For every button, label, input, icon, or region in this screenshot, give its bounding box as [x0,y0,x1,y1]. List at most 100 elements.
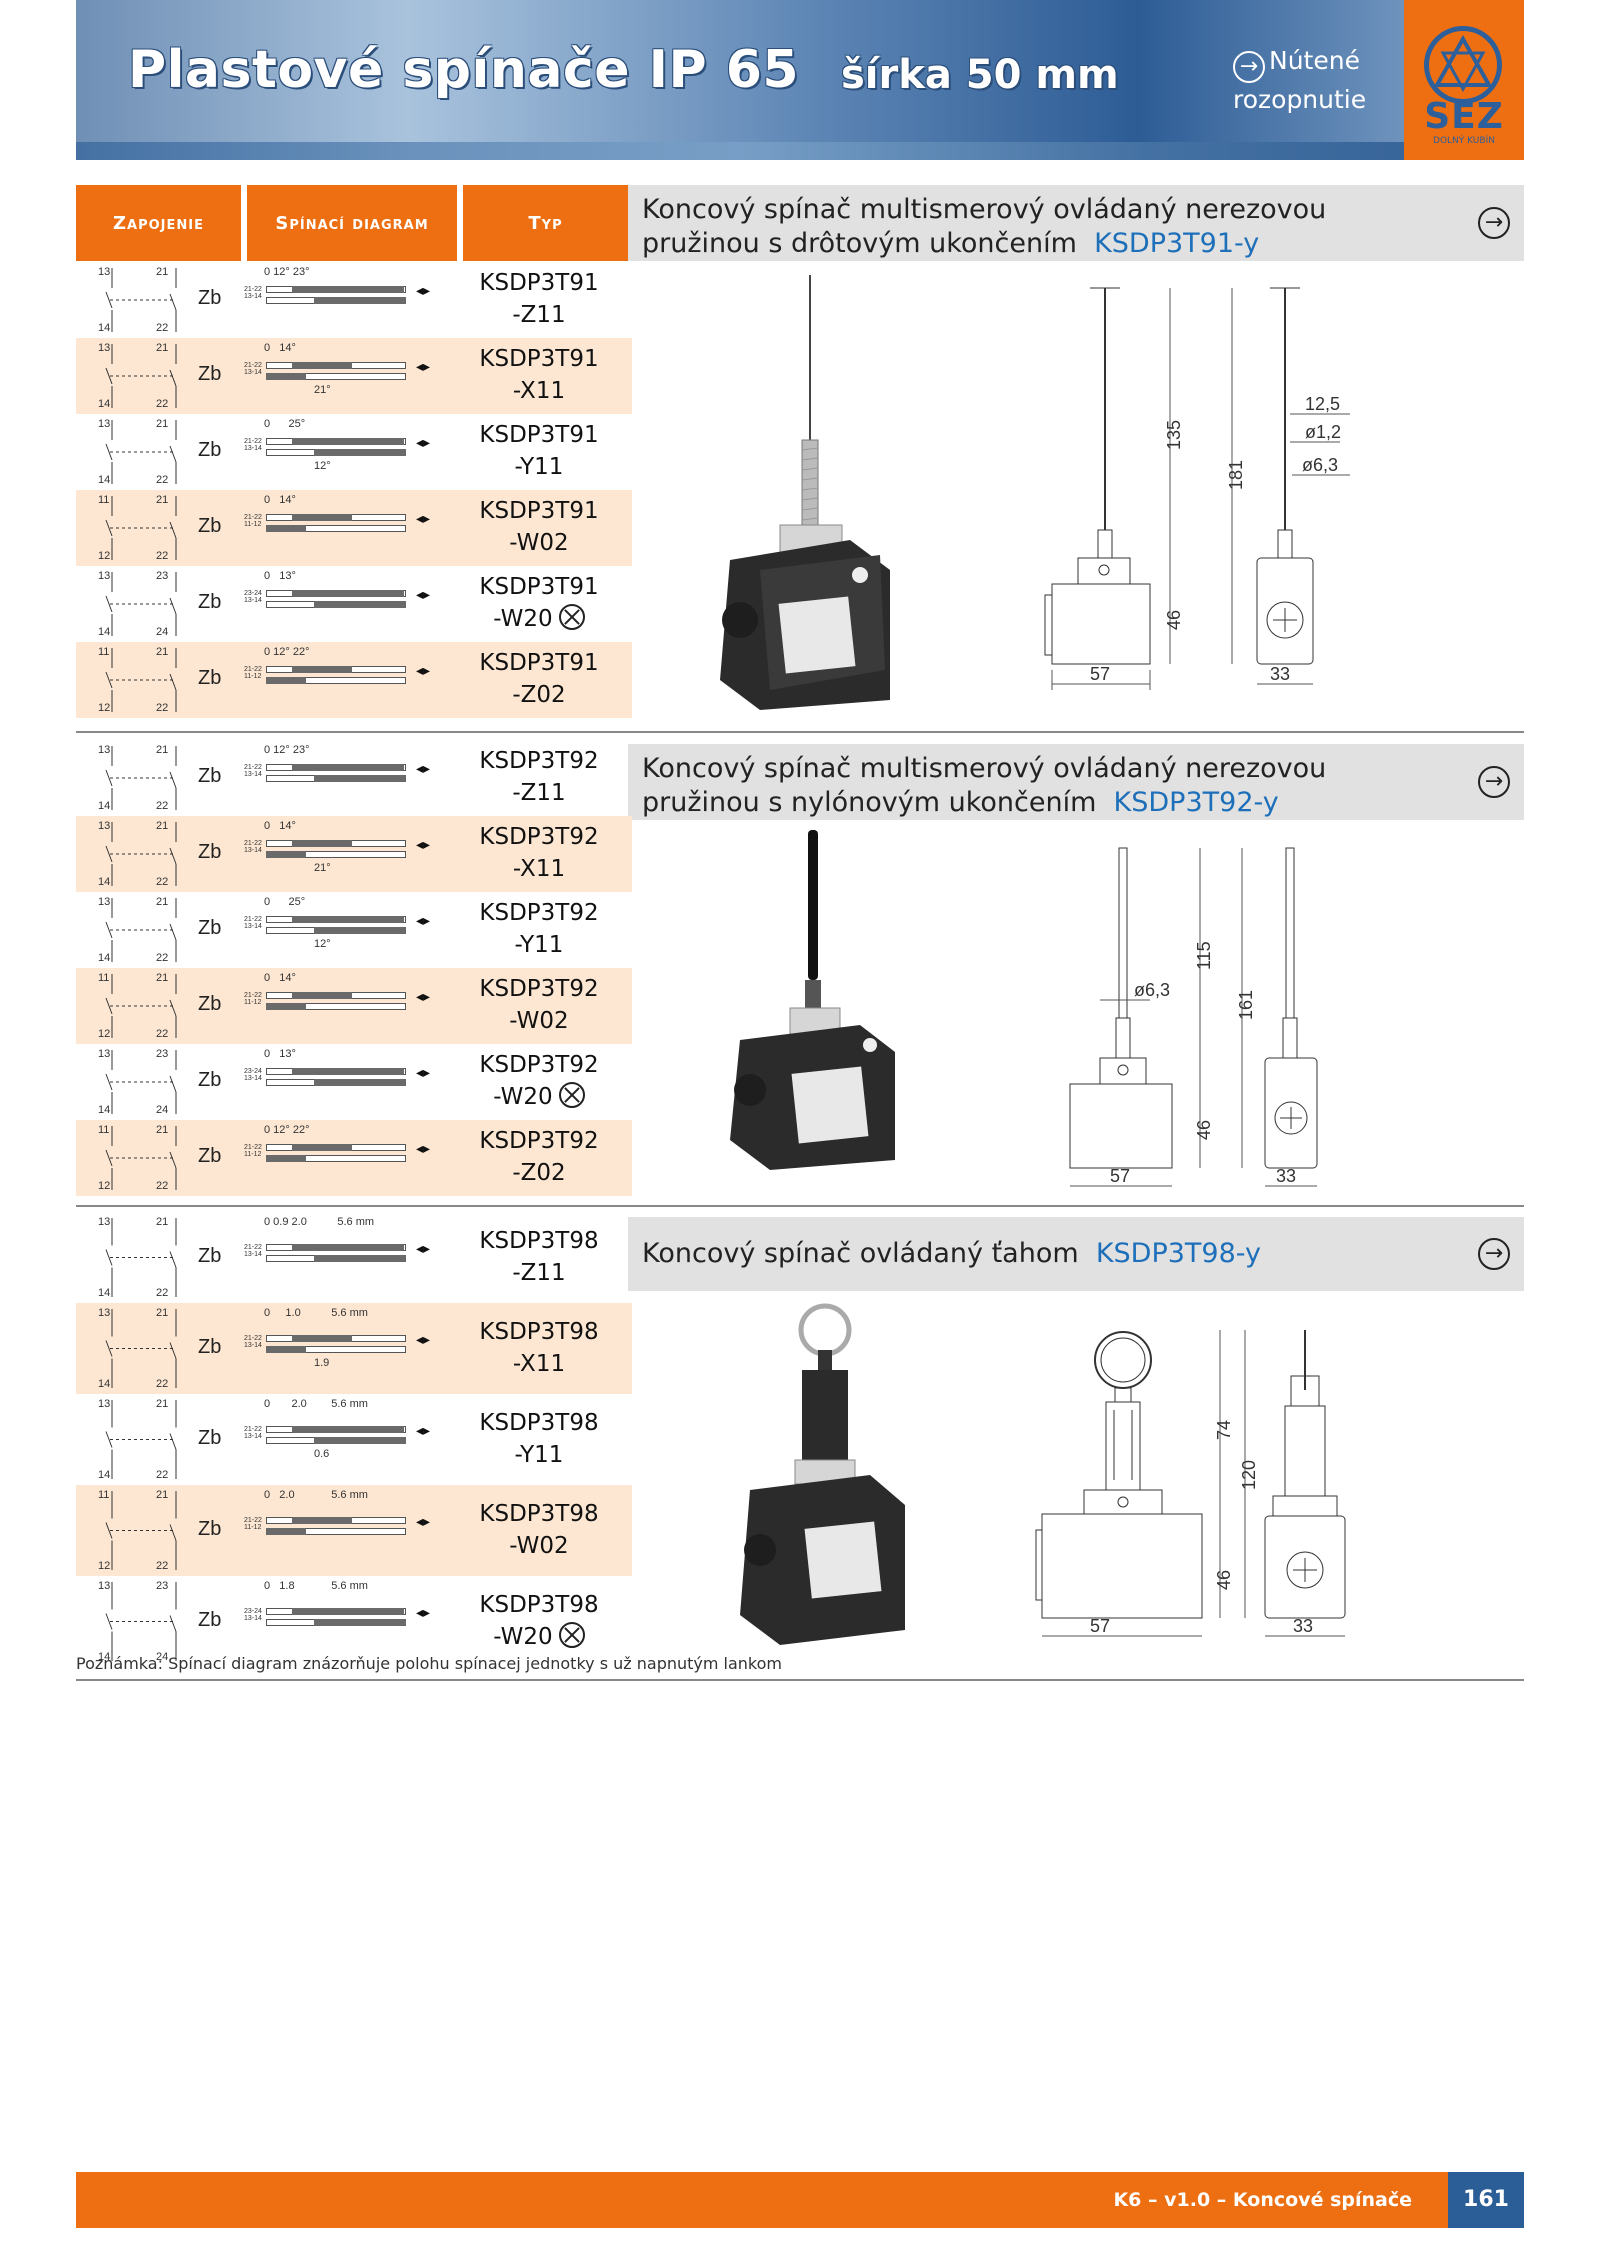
diagram-scale: 0 1.0 5.6 mm [264,1307,368,1319]
pin-number: 13 [98,1580,111,1592]
diagram-sub-scale: 12° [314,460,331,472]
type-code-line1: KSDP3T91 [479,574,599,600]
page-number: 161 [1448,2172,1524,2228]
switching-bar-fill [314,1436,406,1444]
type-code: KSDP3T92 -W20 [454,1049,624,1113]
diagram-scale: 0 2.0 5.6 mm [264,1489,368,1501]
type-code: KSDP3T98 -W02 [454,1498,624,1562]
pin-number: 23 [156,1580,169,1592]
product-title-ksdp3t92: Koncový spínač multismerový ovládaný ner… [628,744,1524,820]
table-row: 13 21 14 22 Zb 0 14 [76,338,632,414]
pin-number: 21 [156,418,169,430]
column-header-diagram: Spínací diagram [247,185,457,261]
pin-number: 21 [156,1398,169,1410]
wiring-diagram: 13 23 14 24 [76,1576,186,1667]
direction-arrow-icon: ◂▸ [416,435,431,451]
group-divider [76,1679,1524,1681]
arrow-right-circle-icon: → [1478,207,1510,239]
forced-label-line1: Nútené [1269,46,1360,75]
contact-label: Zb [198,439,222,461]
pin-number: 14 [98,876,111,888]
contact-label: Zb [198,841,222,863]
logo-name: SEZ [1424,96,1504,137]
diagram-scale: 0 13° [264,1048,296,1060]
type-code-line2: -Z11 [512,302,566,328]
pin-number: 22 [156,398,169,410]
forced-opening-icon [558,604,585,630]
switching-bar-fill [292,666,352,673]
direction-arrow-icon: ◂▸ [416,1513,431,1530]
pin-number: 22 [156,1378,169,1390]
product-title-line: Koncový spínač ovládaný ťahom [642,1238,1079,1269]
type-code-line2: -Z11 [512,780,566,806]
type-code: KSDP3T91 -Z11 [454,267,624,331]
type-code: KSDP3T92 -Z11 [454,745,624,809]
wiring-diagram: 13 21 14 22 [76,338,186,414]
column-header-wiring: Zapojenie [76,185,241,261]
group-divider [76,731,1524,733]
direction-arrow-icon: ◂▸ [416,1141,431,1157]
wiring-diagram: 13 21 14 22 [76,1394,186,1485]
product-title-ksdp3t91: Koncový spínač multismerový ovládaný ner… [628,185,1524,261]
type-code-line2: -X11 [512,856,566,882]
contact-label: Zb [198,765,222,787]
pin-number: 14 [98,1287,111,1299]
table-row: 11 21 12 22 Zb 0 14 [76,968,632,1044]
type-code-line1: KSDP3T98 [479,1500,599,1527]
dim-depth: 33 [1293,1616,1313,1636]
pin-number: 21 [156,896,169,908]
pin-number: 13 [98,1398,111,1410]
diagram-scale: 0 0.9 2.0 5.6 mm [264,1216,375,1228]
type-code-line1: KSDP3T92 [479,900,599,926]
type-code: KSDP3T98 -W20 [454,1589,624,1653]
dim-spring-diameter: ø6,3 [1302,455,1338,475]
forced-opening-icon [558,1082,585,1108]
direction-arrow-icon: ◂▸ [416,663,431,679]
direction-arrow-icon: ◂▸ [416,1065,431,1081]
table-row: 11 21 12 22 Zb 0 2. [76,1485,632,1576]
direction-arrow-icon: ◂▸ [416,761,431,777]
type-code-line1: KSDP3T98 [479,1409,599,1436]
pin-number: 13 [98,1216,111,1228]
contact-symbol-icon [105,974,177,1038]
type-code-line2: -Y11 [514,1441,564,1468]
wiring-diagram: 11 21 12 22 [76,1485,186,1576]
page-footer: K6 – v1.0 – Koncové spínače 161 [76,2172,1524,2228]
contact-label: Zb [198,515,222,537]
type-code-line1: KSDP3T92 [479,748,599,774]
diagram-sub-scale: 1.9 [314,1356,330,1369]
contact-symbol-icon [105,648,177,712]
pin-number: 24 [156,1651,169,1663]
type-code: KSDP3T91 -Y11 [454,419,624,483]
switching-bar-fill [292,1068,404,1075]
diagram-scale: 0 13° [264,570,296,582]
direction-arrow-icon: ◂▸ [416,913,431,929]
pin-number: 22 [156,474,169,486]
diagram-scale: 0 2.0 5.6 mm [264,1398,368,1410]
direction-arrow-icon: ◂▸ [416,1240,431,1257]
contact-label: Zb [198,1335,222,1358]
contact-label: Zb [198,993,222,1015]
switching-bar-fill [292,916,404,923]
type-code-line1: KSDP3T92 [479,1128,599,1154]
switching-bar-fill [314,775,406,782]
dim-total-height: 161 [1236,990,1256,1020]
pin-number: 24 [156,626,169,638]
type-code: KSDP3T92 -X11 [454,821,624,885]
switching-bar-fill [266,1527,306,1535]
type-code: KSDP3T91 -X11 [454,343,624,407]
wiring-diagram: 13 21 14 22 [76,262,186,338]
dimension-drawing-side-ksdp3t91: 33 181 12,5 ø1,2 ø6,3 [1226,287,1350,685]
dimension-drawing-side-ksdp3t98: 33 120 [1239,1330,1346,1637]
wiring-diagram: 13 21 14 22 [76,1212,186,1303]
